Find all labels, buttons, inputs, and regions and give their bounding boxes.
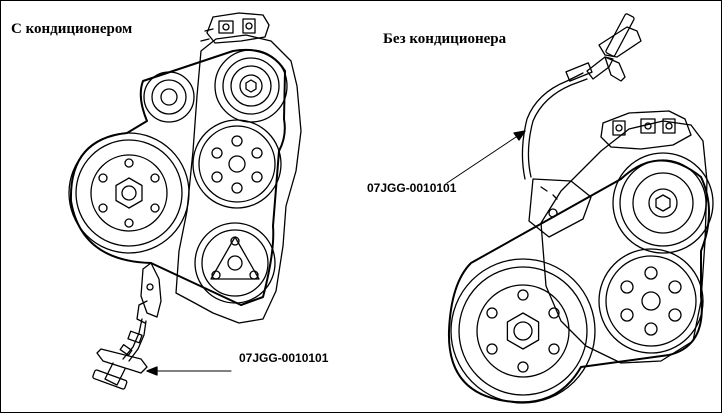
right-leader-arrowhead — [513, 130, 526, 141]
left-engine-block-outline — [175, 34, 302, 324]
right-drive-belt — [447, 159, 710, 404]
left-part-number-label: 07JGG-0010101 — [239, 351, 329, 365]
left-water-pump-pulley — [192, 119, 282, 209]
right-water-pump-pulley — [598, 248, 704, 354]
right-engine-assembly — [446, 13, 714, 404]
right-crankshaft-pulley — [450, 258, 596, 404]
right-belt-tension-tool — [521, 13, 642, 180]
left-lower-bracket — [136, 262, 162, 324]
left-belt-tension-tool — [92, 318, 148, 390]
left-idler-pulley — [143, 71, 195, 123]
right-label-leader-line — [446, 134, 520, 184]
left-leader-arrowhead — [146, 366, 158, 376]
left-crankshaft-pulley — [68, 132, 190, 254]
right-tensioner-bracket — [528, 178, 592, 238]
left-tensioner-mount — [200, 12, 270, 44]
right-part-number-label: 07JGG-0010101 — [367, 181, 457, 195]
right-alternator-pulley — [612, 152, 714, 254]
right-view-title: Без кондиционера — [383, 31, 507, 47]
right-tensioner-mount — [600, 110, 692, 150]
left-engine-assembly — [68, 12, 302, 390]
left-ac-compressor-pulley — [194, 222, 276, 304]
left-view-title: С кондиционером — [11, 21, 133, 37]
